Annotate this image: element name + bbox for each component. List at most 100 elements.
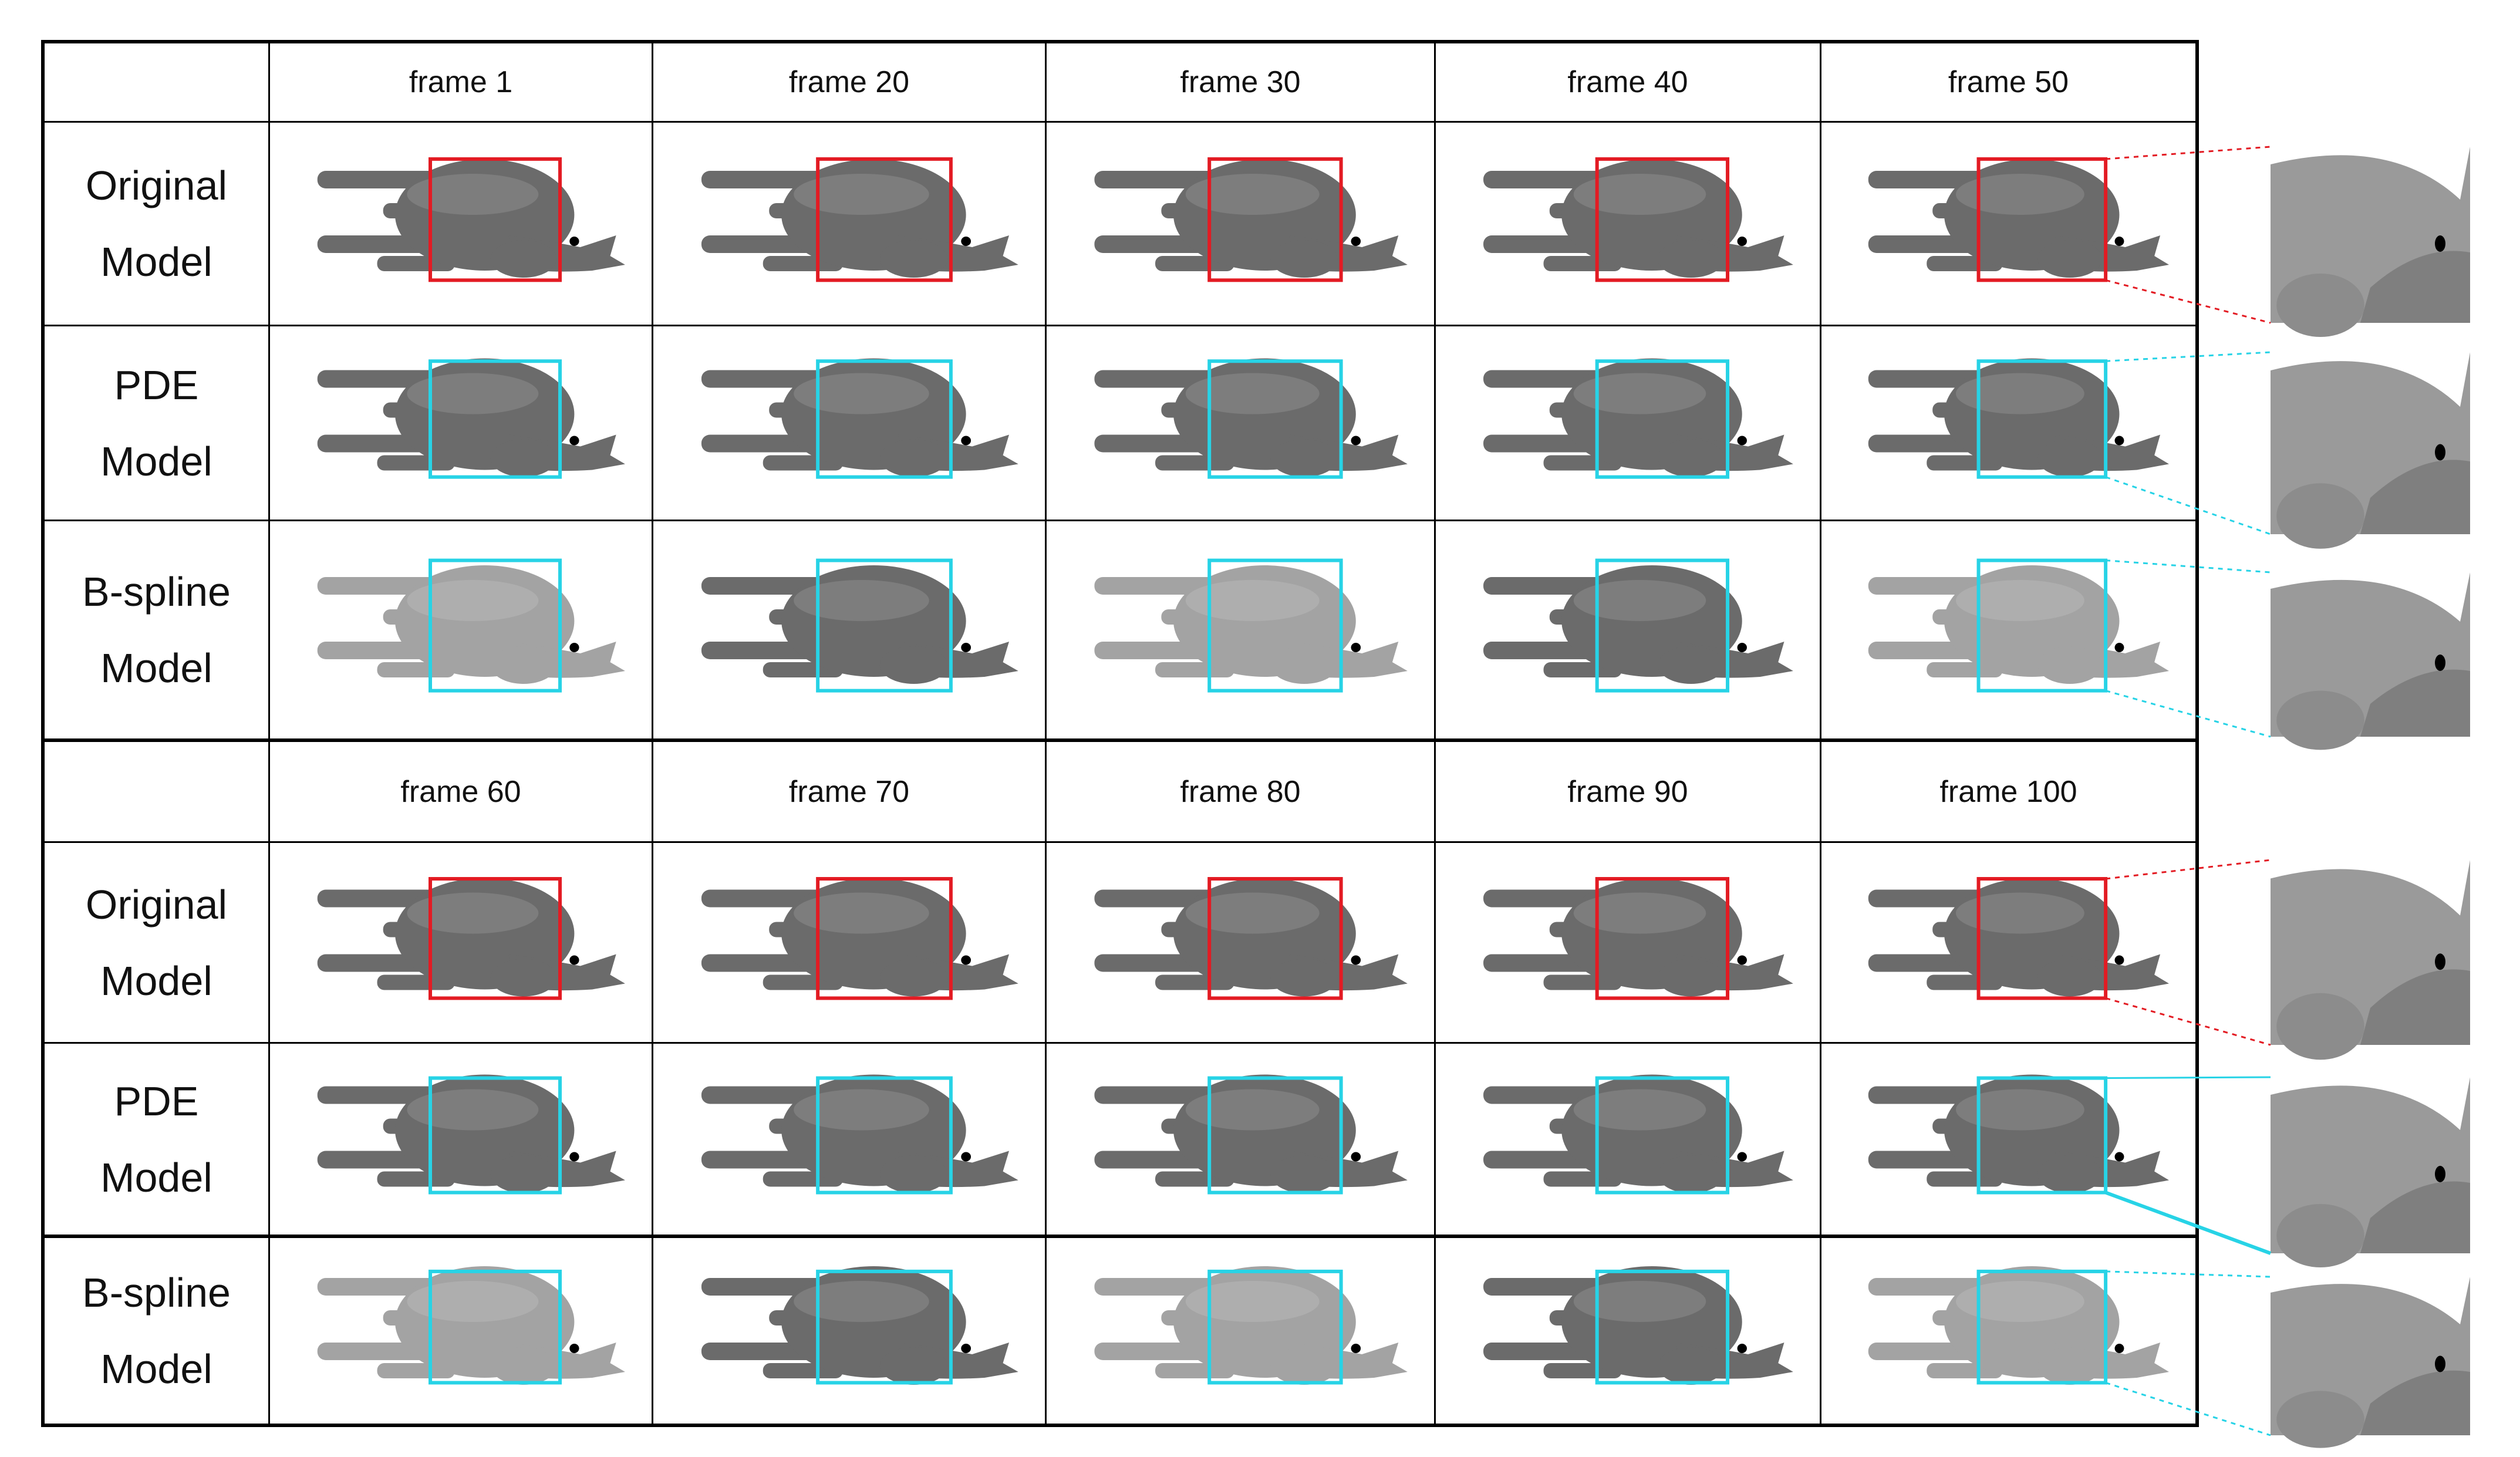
horse-model-thumbnail — [1868, 1074, 2170, 1193]
grid-line — [1434, 40, 1436, 1427]
row-label-line: Model — [100, 1154, 212, 1200]
row-label-line: Model — [100, 239, 212, 285]
column-header: frame 80 — [1180, 774, 1301, 809]
grid-line — [41, 1042, 2199, 1044]
horse-model-thumbnail — [1483, 358, 1793, 477]
row-label-pde: PDE Model — [45, 326, 268, 520]
horse-model-thumbnail — [1483, 878, 1793, 997]
horse-model-thumbnail — [317, 358, 625, 477]
grid-line — [41, 325, 2199, 326]
grid-line-middle — [41, 738, 2199, 742]
horse-model-thumbnail — [701, 159, 1018, 278]
zoom-inset — [2271, 572, 2470, 750]
column-header: frame 90 — [1567, 774, 1688, 809]
highlight-box — [429, 1269, 562, 1385]
grid-line — [268, 40, 270, 1427]
row-label-bspline: B-spline Model — [45, 521, 268, 738]
highlight-box — [1595, 877, 1730, 1000]
highlight-box — [1595, 157, 1730, 282]
grid-line — [652, 40, 653, 1427]
grid-line — [1820, 40, 1821, 1427]
row-label-line: PDE — [114, 362, 199, 408]
horse-model-thumbnail — [1868, 1266, 2170, 1385]
row-label-original: Original Model — [45, 123, 268, 325]
column-header: frame 60 — [400, 774, 521, 809]
column-header: frame 100 — [1939, 774, 2077, 809]
highlight-box — [816, 157, 953, 282]
row-label-line: Original — [85, 163, 228, 208]
horse-model-thumbnail — [1868, 878, 2170, 997]
highlight-box — [1207, 558, 1343, 693]
grid-line — [41, 841, 2199, 843]
horse-model-thumbnail — [317, 1266, 625, 1385]
highlight-box — [1207, 1076, 1343, 1195]
highlight-box — [816, 359, 953, 479]
highlight-box — [1207, 157, 1343, 282]
column-header: frame 30 — [1180, 65, 1301, 99]
column-header: frame 40 — [1567, 65, 1688, 99]
highlight-box — [1976, 558, 2108, 693]
highlight-box — [1207, 877, 1343, 1000]
row-label-pde: PDE Model — [45, 1044, 268, 1235]
highlight-box — [1595, 359, 1730, 479]
highlight-box — [1595, 558, 1730, 693]
highlight-box — [1207, 1269, 1343, 1385]
row-label-line: Model — [100, 1346, 212, 1392]
horse-model-thumbnail — [1094, 358, 1408, 477]
column-header: frame 20 — [788, 65, 910, 99]
horse-model-thumbnail — [1483, 1266, 1793, 1385]
grid-line-bottom — [41, 1424, 2199, 1427]
row-label-line: B-spline — [82, 1270, 231, 1316]
horse-model-thumbnail — [701, 1074, 1018, 1193]
horse-model-thumbnail — [1868, 159, 2170, 278]
zoom-inset — [2271, 147, 2470, 337]
horse-model-thumbnail — [701, 1266, 1018, 1385]
horse-model-thumbnail — [317, 1074, 625, 1193]
horse-model-thumbnail — [1094, 565, 1408, 684]
highlight-box — [429, 157, 562, 282]
row-label-line: Model — [100, 645, 212, 691]
grid-line — [1045, 40, 1047, 1427]
highlight-box — [1976, 1269, 2108, 1385]
highlight-box — [429, 877, 562, 1000]
horse-model-thumbnail — [701, 565, 1018, 684]
horse-model-thumbnail — [1094, 1266, 1408, 1385]
horse-model-thumbnail — [701, 878, 1018, 997]
horse-model-thumbnail — [1094, 159, 1408, 278]
grid-line — [41, 121, 2199, 123]
highlight-box — [1976, 1076, 2108, 1195]
highlight-box — [816, 558, 953, 693]
horse-model-thumbnail — [1868, 565, 2170, 684]
highlight-box — [816, 877, 953, 1000]
horse-model-thumbnail — [317, 159, 625, 278]
horse-model-thumbnail — [1483, 159, 1793, 278]
horse-model-thumbnail — [701, 358, 1018, 477]
row-label-line: Original — [85, 881, 228, 928]
row-label-original: Original Model — [45, 843, 268, 1042]
highlight-box — [1976, 157, 2108, 282]
highlight-box — [1207, 359, 1343, 479]
horse-model-thumbnail — [1483, 565, 1793, 684]
horse-model-thumbnail — [317, 565, 625, 684]
row-label-line: Model — [100, 957, 212, 1004]
row-label-line: PDE — [114, 1078, 199, 1124]
grid-line-right — [2195, 40, 2199, 1427]
column-header: frame 70 — [788, 774, 910, 809]
horse-model-thumbnail — [1868, 358, 2170, 477]
highlight-box — [816, 1076, 953, 1195]
highlight-box — [429, 1076, 562, 1195]
zoom-inset — [2271, 860, 2470, 1060]
highlight-box — [1595, 1269, 1730, 1385]
zoom-inset — [2271, 352, 2470, 549]
row-label-line: B-spline — [82, 569, 231, 615]
grid-line-top — [41, 40, 2199, 43]
row-label-line: Model — [100, 438, 212, 484]
highlight-box — [1976, 359, 2108, 479]
grid-line-left — [41, 40, 45, 1427]
horse-model-thumbnail — [1094, 1074, 1408, 1193]
highlight-box — [429, 359, 562, 479]
highlight-box — [1595, 1076, 1730, 1195]
highlight-box — [1976, 877, 2108, 1000]
